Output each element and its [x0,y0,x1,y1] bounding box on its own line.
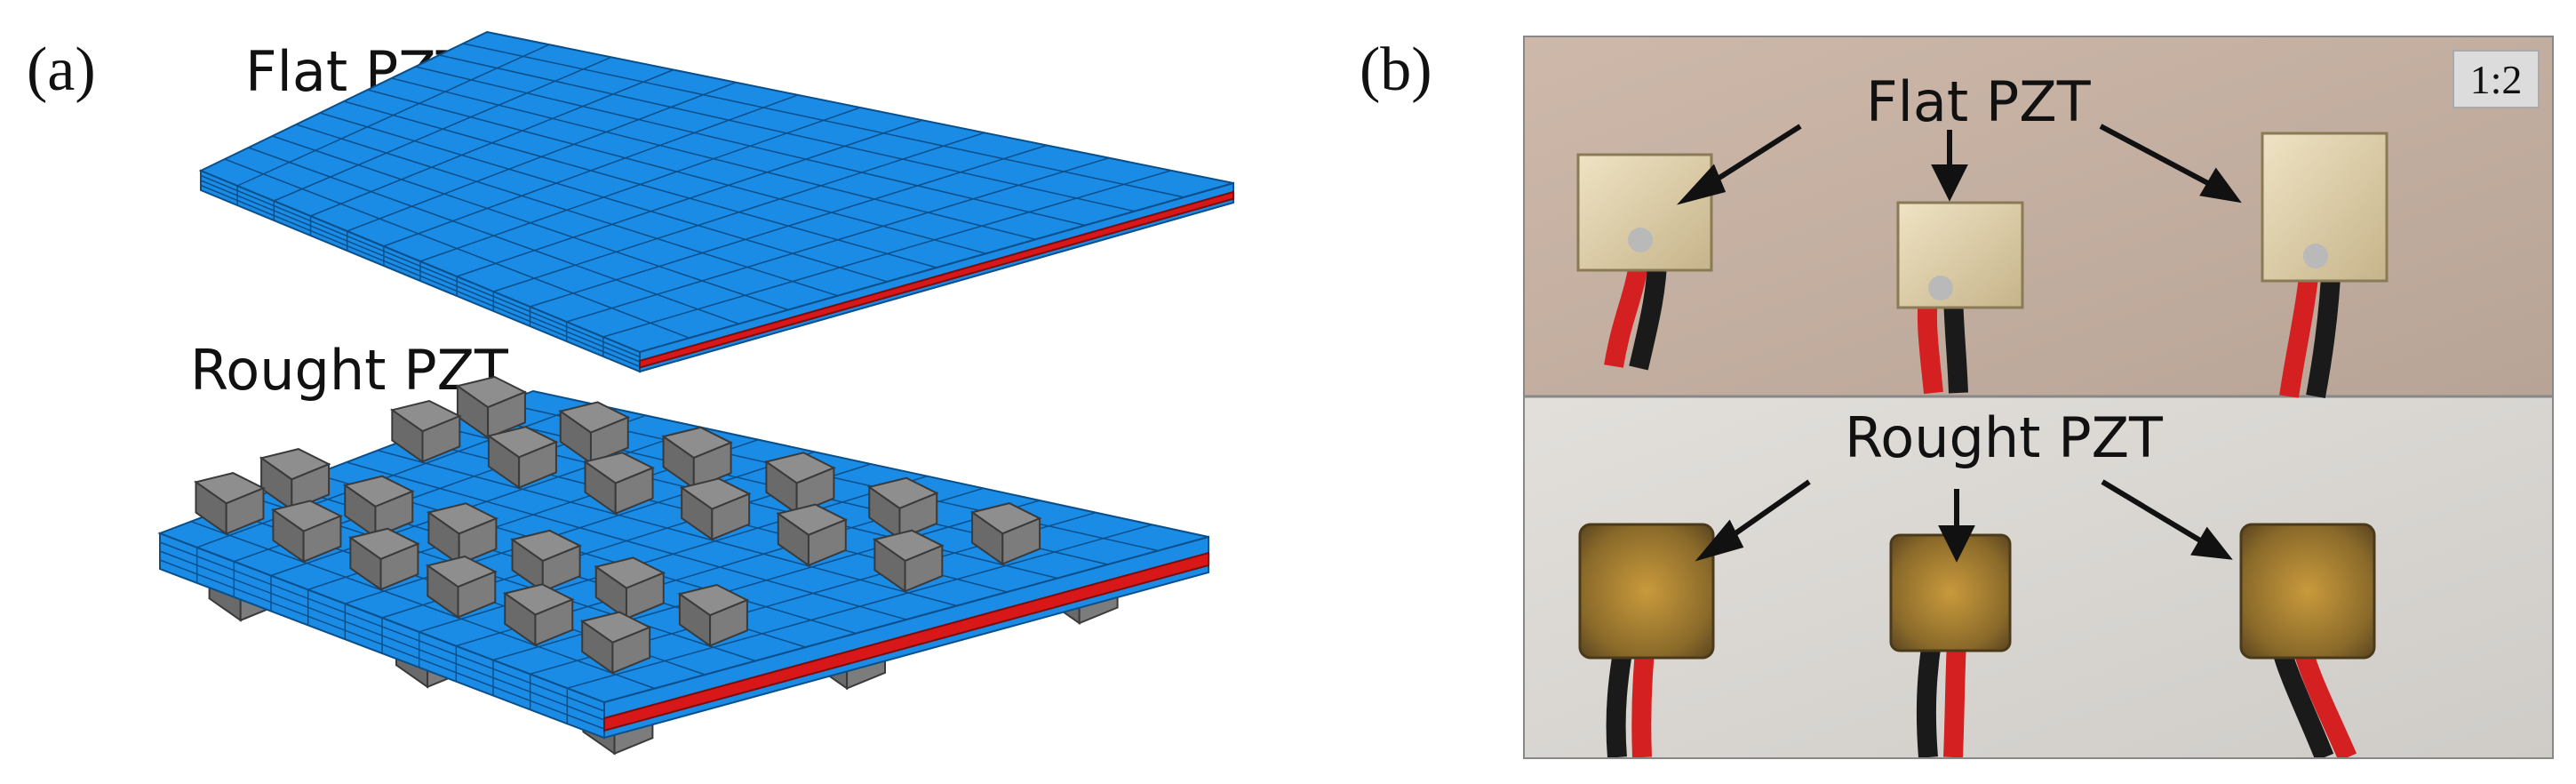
flat-pzt-plate [198,30,1234,373]
particle-upper-20-right [625,572,665,620]
flat-pzt-sample-3 [2261,132,2389,399]
flat-pzt-sample-2 [1896,201,2024,395]
photo-flat-pzt-caption: Flat PZT [1866,69,2091,134]
pzt-3d-diagram [157,30,1234,756]
scale-label: 1:2 [2452,50,2540,108]
particle-upper-12-right [302,515,342,564]
particle-upper-19-right [457,570,497,619]
particle-upper-2-right [589,416,629,465]
particle-upper-3-right [518,440,557,490]
rough-pzt-sample-3 [2239,523,2376,757]
flat-pzt-sample-1 [1576,153,1713,371]
particle-upper-14-right [458,516,498,566]
particle-upper-8-right [225,486,265,536]
electrode-stripe [639,190,1234,369]
particle-upper-16-right [379,542,419,591]
particle-upper-11-right [711,492,751,541]
electrode-stripe [603,551,1209,732]
rough-pzt-sample-1 [1578,523,1715,757]
photo-rough-pzt-caption: Rought PZT [1845,405,2163,470]
rough-pzt-caption: Rought PZT [190,338,508,403]
panel-b-label: (b) [1360,36,1432,104]
particle-upper-5-right [291,462,331,511]
particle-upper-15-right [807,518,847,567]
particle-upper-10-right [898,492,938,540]
particle-upper-6-right [795,466,835,516]
particle-upper-0-right [487,390,526,439]
particle-upper-9-right [374,490,414,539]
particle-upper-4-right [692,441,732,490]
particle-upper-18-right [541,544,581,593]
particle-upper-1-right [421,414,461,463]
particle-upper-13-right [1001,516,1041,565]
rough-pzt-plate [157,375,1209,756]
pzt-photo: Flat PZT Rought PZT 1:2 [1523,36,2554,759]
particle-upper-23-right [611,626,651,675]
particle-upper-21-right [534,597,574,647]
panel-a-label: (a) [27,36,96,104]
photo-arrows [1676,124,2242,563]
particle-upper-22-right [709,598,748,647]
rough-pzt-sample-2 [1889,533,2012,757]
particle-upper-7-right [614,466,654,516]
particle-upper-17-right [904,544,944,593]
